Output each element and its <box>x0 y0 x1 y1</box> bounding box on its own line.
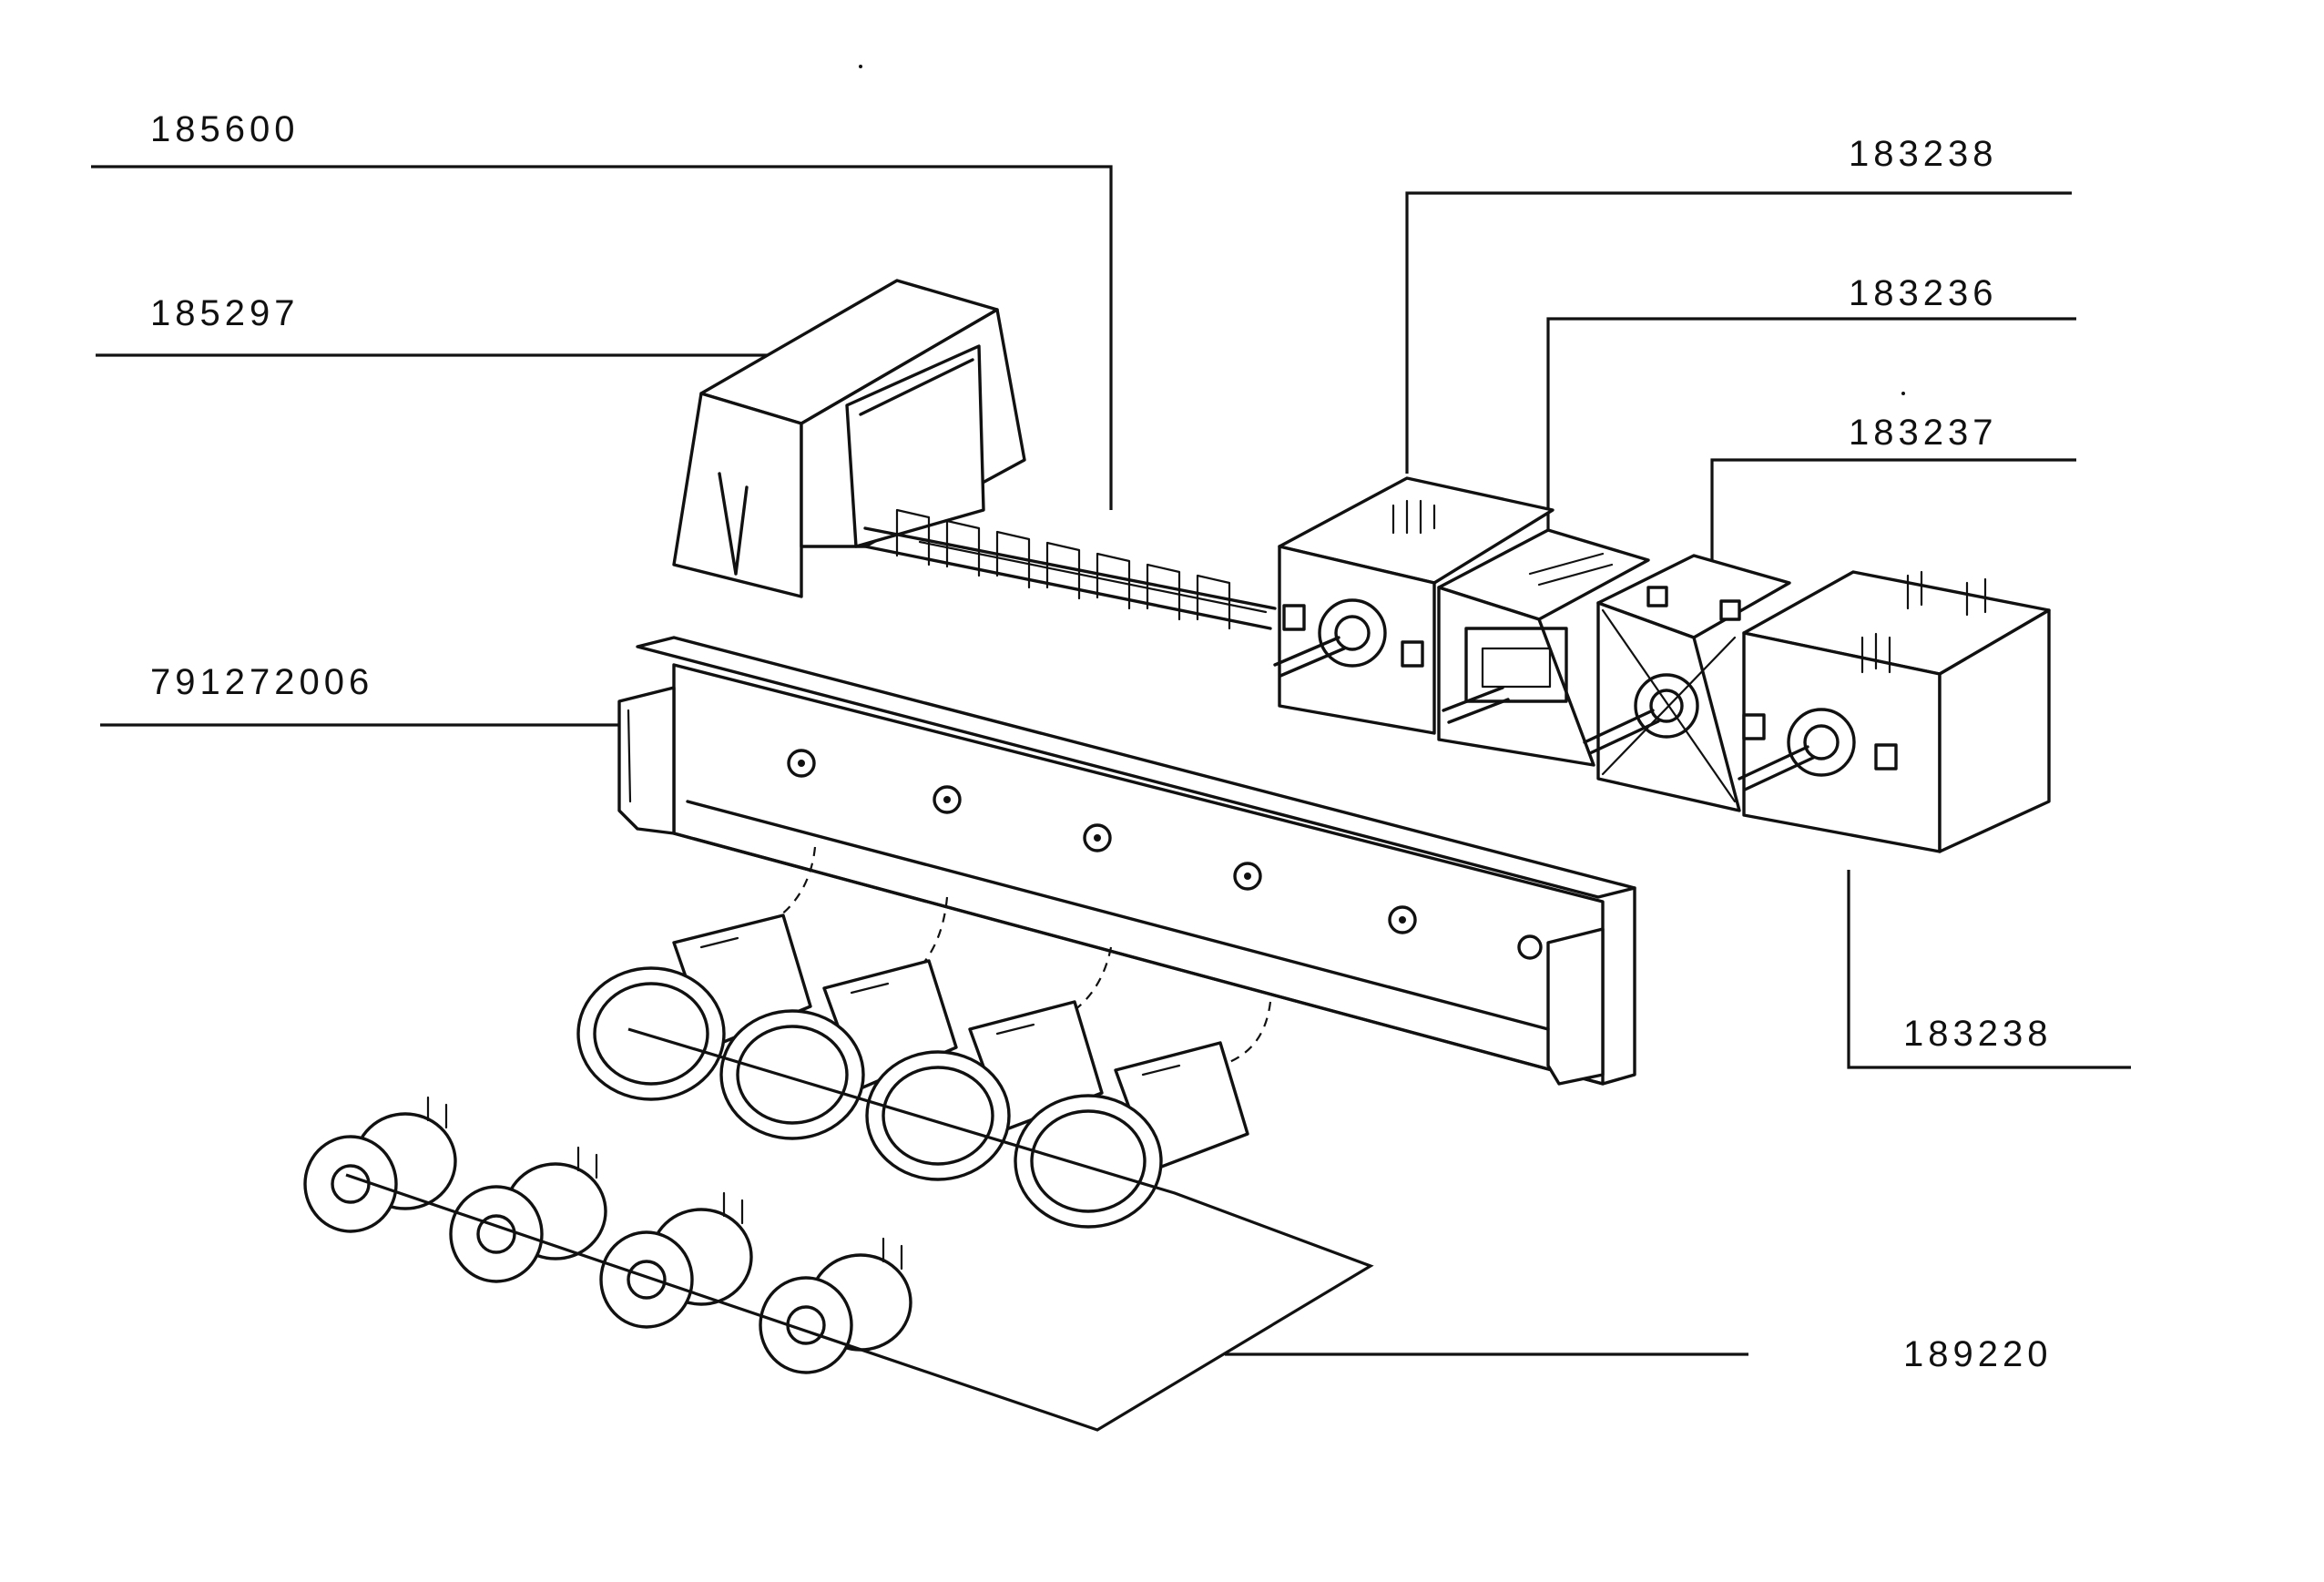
lamp-group-lines <box>345 1027 1374 1432</box>
control-panel <box>617 636 1636 1086</box>
label-panel: 791272006 <box>150 662 373 702</box>
wire-harness <box>863 508 1277 630</box>
label-switch-top: 183238 <box>1849 134 1997 174</box>
label-switch-2: 183236 <box>1849 273 1997 313</box>
lamp-holder-4 <box>1014 1041 1249 1229</box>
lamp-1 <box>303 1096 457 1233</box>
label-harness: 185600 <box>150 109 299 149</box>
label-switch-bottom: 183238 <box>1903 1014 2052 1054</box>
lamp-4 <box>759 1237 912 1374</box>
label-transformer: 185297 <box>150 293 299 333</box>
transformer <box>672 279 1026 598</box>
switch-block <box>1273 476 2051 853</box>
lamp-2 <box>449 1146 607 1283</box>
leader-lines <box>91 165 2131 1356</box>
lamp-holder-3 <box>865 1000 1104 1181</box>
label-lamps: 189220 <box>1903 1334 2052 1374</box>
lamp-holders <box>576 913 1249 1229</box>
panel-holes <box>787 749 1543 960</box>
lamp-3 <box>599 1191 753 1329</box>
lamps <box>303 1096 912 1374</box>
label-switch-3: 183237 <box>1849 413 1997 453</box>
